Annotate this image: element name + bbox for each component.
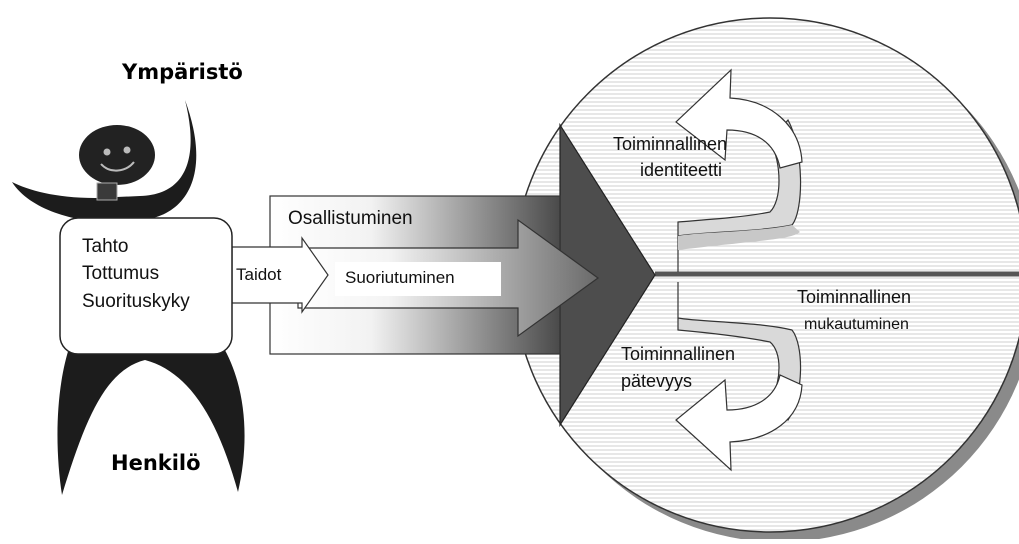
adaptation-label-line2: mukautuminen	[804, 316, 909, 333]
person-legs	[57, 345, 245, 495]
person-box	[59, 217, 233, 355]
capacity-label: Suorituskyky	[82, 291, 190, 312]
identity-label-line2: identiteetti	[640, 160, 723, 180]
person-neck	[96, 182, 118, 201]
competence-label-line2: pätevyys	[621, 371, 693, 391]
environment-label: Ympäristö	[122, 60, 243, 84]
performance-label: Suoriutuminen	[345, 268, 455, 287]
competence-label-line1: Toiminnallinen	[621, 344, 736, 364]
habit-label: Tottumus	[82, 263, 160, 284]
will-label: Tahto	[82, 236, 129, 257]
identity-curved-arrow	[675, 68, 803, 272]
participation-label: Osallistuminen	[288, 208, 413, 229]
person-head	[79, 125, 155, 185]
adaptation-label-line1: Toiminnallinen	[797, 287, 912, 307]
person-figure	[12, 100, 245, 495]
person-label: Henkilö	[111, 451, 201, 475]
identity-label-line1: Toiminnallinen	[613, 134, 728, 154]
skills-label: Taidot	[236, 265, 282, 284]
performance-label-box	[335, 262, 501, 296]
skills-arrow	[231, 236, 329, 314]
competence-curved-arrow	[675, 282, 803, 472]
occupational-circle	[512, 17, 1019, 542]
